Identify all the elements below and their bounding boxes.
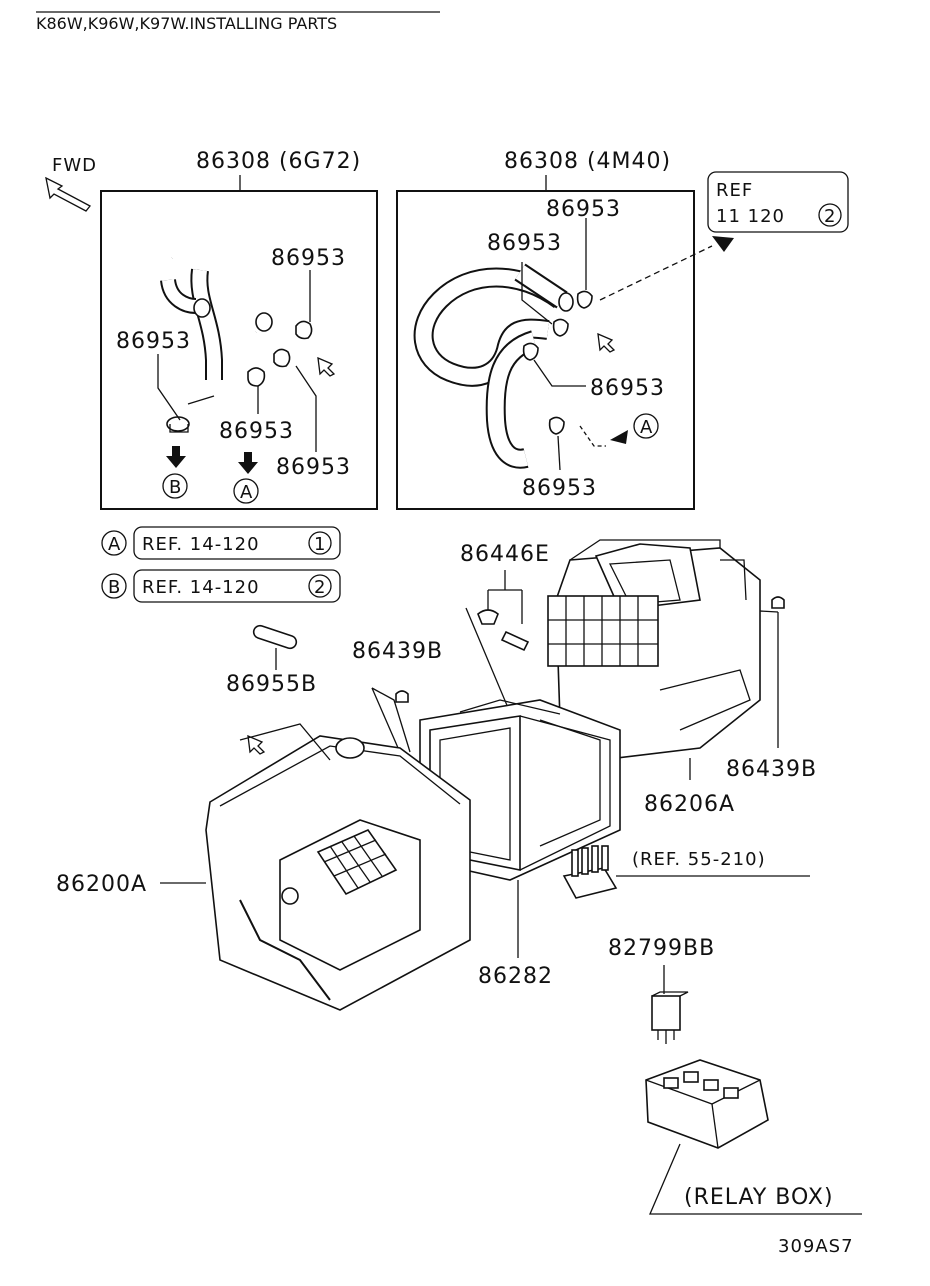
legend-a-circled: 1 (314, 534, 326, 555)
legend-b: B REF. 14-120 2 (101, 569, 341, 603)
resistor-icon (562, 845, 618, 899)
callout-a-icon (233, 478, 259, 504)
legend-a-letter: A (108, 534, 121, 555)
clamp-icon (522, 290, 593, 435)
relay-82799bb: 82799BB (608, 936, 715, 1044)
clamp-label-2: 86953 (116, 329, 191, 354)
ref-circled: 2 (824, 206, 836, 227)
label-relay-box: (RELAY BOX) (684, 1185, 834, 1210)
legend-a-text: REF. 14-120 (142, 534, 260, 555)
flow-arrow-icon (247, 734, 266, 755)
arrow-down-icon (238, 452, 258, 474)
filter-grid-icon (547, 595, 659, 667)
callout-a-label: A (640, 417, 653, 438)
fwd-label: FWD (52, 155, 97, 176)
legend-b-text: REF. 14-120 (142, 577, 260, 598)
arrow-icon (610, 430, 628, 444)
label-86200a: 86200A (56, 872, 147, 897)
clamp-label-3: 86953 (219, 419, 294, 444)
hose-box-4m40: 86308 (4M40) 86953 86953 86953 86953 (396, 149, 734, 510)
callout-b-label: B (169, 477, 182, 498)
relay-box: (RELAY BOX) (645, 1059, 862, 1215)
blower-unit-86206a: 86206A (547, 539, 761, 817)
label-82799bb: 82799BB (608, 936, 715, 961)
label-ref55: (REF. 55-210) (632, 849, 766, 870)
fwd-indicator: FWD (45, 155, 97, 212)
arrow-down-icon (166, 446, 186, 468)
relay-icon (651, 991, 689, 1044)
relay-box-icon (645, 1059, 769, 1149)
part-86439b-left: 86439B (352, 639, 443, 781)
legend-b-circled: 2 (314, 577, 326, 598)
ref-box: REF 11 120 2 (707, 171, 849, 233)
label-86282: 86282 (478, 964, 553, 989)
part-86439b-right: 86439B (726, 596, 817, 782)
screw-icon (500, 630, 530, 652)
box-4m40-title: 86308 (4M40) (504, 149, 671, 174)
box-frame (396, 190, 695, 510)
page-title: K86W,K96W,K97W.INSTALLING PARTS (36, 14, 337, 33)
clip-icon (395, 690, 409, 703)
label-86955b: 86955B (226, 672, 317, 697)
hose-box-6g72: 86308 (6G72) 86953 869 (100, 149, 378, 510)
clip-icon (771, 596, 785, 609)
arrow-icon (712, 236, 734, 252)
fwd-arrow-icon (45, 176, 91, 212)
flow-arrow-icon (597, 332, 616, 353)
heater-core-grid-icon (316, 829, 398, 896)
flow-arrow-icon (317, 356, 336, 377)
label-86439b-left: 86439B (352, 639, 443, 664)
sensor-icon (252, 624, 298, 650)
label-86439b-right: 86439B (726, 757, 817, 782)
callout-a-label: A (240, 482, 253, 503)
label-86206a: 86206A (644, 792, 735, 817)
heater-hose-6g72 (160, 228, 276, 380)
callout-a-icon (633, 413, 659, 439)
ref-line1: REF (716, 180, 753, 201)
box-frame (100, 190, 378, 510)
clamp-label-3: 86953 (590, 376, 665, 401)
screw-icon (477, 609, 499, 625)
callout-b-icon (162, 473, 188, 499)
clamp-label-1: 86953 (546, 197, 621, 222)
clamp-label-2: 86953 (487, 231, 562, 256)
label-86446e: 86446E (460, 542, 550, 567)
heater-unit-86200a: 86200A (56, 723, 471, 1011)
clamp-label-4: 86953 (522, 476, 597, 501)
ref-line2: 11 120 (716, 206, 785, 227)
clamp-label-1: 86953 (271, 246, 346, 271)
part-86446e: 86446E (460, 542, 550, 761)
resistor-ref55: (REF. 55-210) (562, 845, 810, 899)
clamp-label-4: 86953 (276, 455, 351, 480)
diagram-code: 309AS7 (778, 1236, 854, 1257)
legend-a: A REF. 14-120 1 (101, 526, 341, 560)
legend-b-icon (101, 573, 127, 599)
box-6g72-title: 86308 (6G72) (196, 149, 361, 174)
circled-number-icon (308, 531, 332, 555)
circled-number-icon (818, 203, 842, 227)
heater-hose-4m40 (413, 263, 574, 469)
part-86955b: 86955B (226, 624, 317, 697)
legend-a-icon (101, 530, 127, 556)
circled-number-icon (308, 574, 332, 598)
legend-b-letter: B (108, 577, 121, 598)
